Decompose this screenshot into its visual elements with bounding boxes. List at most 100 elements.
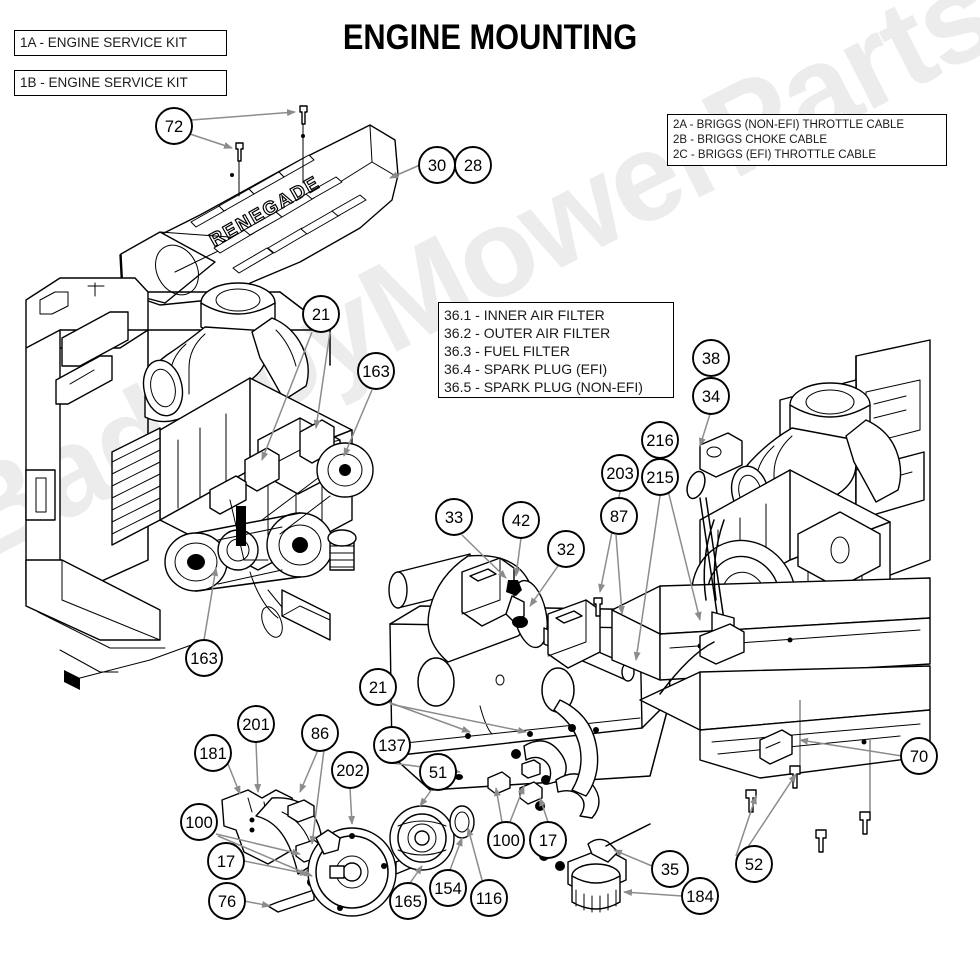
callout-circle[interactable] <box>435 498 473 536</box>
callout-label: 35 <box>661 861 679 879</box>
callout-circle[interactable] <box>900 737 938 775</box>
callout-circle[interactable] <box>641 458 679 496</box>
callout-76[interactable]: 76 <box>208 882 246 920</box>
callout-33[interactable]: 33 <box>435 498 473 536</box>
page-title: ENGINE MOUNTING <box>342 18 638 57</box>
callout-circle[interactable] <box>641 421 679 459</box>
callout-label: 32 <box>557 541 575 559</box>
callout-circle[interactable] <box>180 803 218 841</box>
legend-filter-line: 36.3 - FUEL FILTER <box>444 343 571 359</box>
callout-184[interactable]: 184 <box>681 877 719 915</box>
callout-163[interactable]: 163 <box>357 352 395 390</box>
left-drive-pulleys <box>164 442 374 592</box>
legend-filter-line: 36.1 - INNER AIR FILTER <box>444 307 605 323</box>
callout-circle[interactable] <box>681 877 719 915</box>
legend-filters: 36.1 - INNER AIR FILTER 36.2 - OUTER AIR… <box>438 302 674 398</box>
callout-163[interactable]: 163 <box>185 639 223 677</box>
callout-circle[interactable] <box>359 668 397 706</box>
callout-circle[interactable] <box>389 882 427 920</box>
callout-label: 72 <box>165 118 183 136</box>
callout-203[interactable]: 203 <box>601 454 639 492</box>
callout-21[interactable]: 21 <box>359 668 397 706</box>
callout-51[interactable]: 51 <box>419 753 457 791</box>
left-frame <box>25 277 331 690</box>
callout-circle[interactable] <box>373 726 411 764</box>
callout-17[interactable]: 17 <box>529 821 567 859</box>
legend-service-kit-1b: 1B - ENGINE SERVICE KIT <box>14 70 227 96</box>
callout-circle[interactable] <box>529 821 567 859</box>
callout-116[interactable]: 116 <box>470 879 508 917</box>
callout-35[interactable]: 35 <box>651 850 689 888</box>
callout-circle[interactable] <box>692 377 730 415</box>
callout-circle[interactable] <box>735 845 773 883</box>
callout-70[interactable]: 70 <box>900 737 938 775</box>
callout-circle[interactable] <box>601 454 639 492</box>
callout-circle[interactable] <box>331 751 369 789</box>
callout-28[interactable]: 28 <box>454 146 492 184</box>
callout-circle[interactable] <box>419 753 457 791</box>
callout-label: 21 <box>312 306 330 324</box>
callout-label: 163 <box>190 650 218 668</box>
callout-86[interactable]: 86 <box>301 714 339 752</box>
callout-label: 203 <box>606 465 634 483</box>
callout-circle[interactable] <box>185 639 223 677</box>
callout-circle[interactable] <box>692 339 730 377</box>
callout-circle[interactable] <box>301 714 339 752</box>
callout-216[interactable]: 216 <box>641 421 679 459</box>
callout-label: 86 <box>311 725 329 743</box>
callout-34[interactable]: 34 <box>692 377 730 415</box>
callout-42[interactable]: 42 <box>502 501 540 539</box>
callout-label: 76 <box>218 893 236 911</box>
callout-label: 116 <box>476 890 502 908</box>
callout-52[interactable]: 52 <box>735 845 773 883</box>
callout-202[interactable]: 202 <box>331 751 369 789</box>
callout-72[interactable]: 72 <box>155 107 193 145</box>
legend-filter-line: 36.5 - SPARK PLUG (NON-EFI) <box>444 379 643 395</box>
callout-165[interactable]: 165 <box>389 882 427 920</box>
callout-100[interactable]: 100 <box>180 803 218 841</box>
callout-87[interactable]: 87 <box>600 497 638 535</box>
callout-label: 28 <box>464 157 482 175</box>
legend-cable-line: 2C - BRIGGS (EFI) THROTTLE CABLE <box>673 149 876 161</box>
callout-circle[interactable] <box>487 821 525 859</box>
callout-label: 42 <box>512 512 530 530</box>
callout-154[interactable]: 154 <box>429 869 467 907</box>
callout-label: 181 <box>199 745 227 763</box>
legend-cable-line: 2A - BRIGGS (NON-EFI) THROTTLE CABLE <box>673 119 905 131</box>
callout-circle[interactable] <box>547 530 585 568</box>
callout-100[interactable]: 100 <box>487 821 525 859</box>
callout-circle[interactable] <box>208 882 246 920</box>
callout-circle[interactable] <box>155 107 193 145</box>
callout-circle[interactable] <box>600 497 638 535</box>
callout-circle[interactable] <box>454 146 492 184</box>
callout-circle[interactable] <box>502 501 540 539</box>
left-engine-assembly: RENEGADE <box>25 105 399 690</box>
callout-circle[interactable] <box>302 295 340 333</box>
legend-1a-text: 1A - ENGINE SERVICE KIT <box>20 34 188 50</box>
callout-label: 100 <box>185 814 213 832</box>
callout-30[interactable]: 30 <box>418 146 456 184</box>
callout-circle[interactable] <box>194 734 232 772</box>
callout-label: 215 <box>646 469 674 487</box>
callout-17[interactable]: 17 <box>207 842 245 880</box>
callout-137[interactable]: 137 <box>373 726 411 764</box>
callout-label: 137 <box>378 737 406 755</box>
legend-cables: 2A - BRIGGS (NON-EFI) THROTTLE CABLE 2B … <box>667 114 947 166</box>
legend-service-kit-1a: 1A - ENGINE SERVICE KIT <box>14 30 227 56</box>
callout-circle[interactable] <box>429 869 467 907</box>
callout-circle[interactable] <box>237 705 275 743</box>
callout-circle[interactable] <box>207 842 245 880</box>
callout-label: 87 <box>610 508 628 526</box>
callout-21[interactable]: 21 <box>302 295 340 333</box>
callout-circle[interactable] <box>357 352 395 390</box>
callout-circle[interactable] <box>651 850 689 888</box>
callout-181[interactable]: 181 <box>194 734 232 772</box>
callout-215[interactable]: 215 <box>641 458 679 496</box>
callout-label: 38 <box>702 350 720 368</box>
callout-label: 52 <box>745 856 763 874</box>
callout-32[interactable]: 32 <box>547 530 585 568</box>
callout-circle[interactable] <box>470 879 508 917</box>
callout-201[interactable]: 201 <box>237 705 275 743</box>
callout-38[interactable]: 38 <box>692 339 730 377</box>
